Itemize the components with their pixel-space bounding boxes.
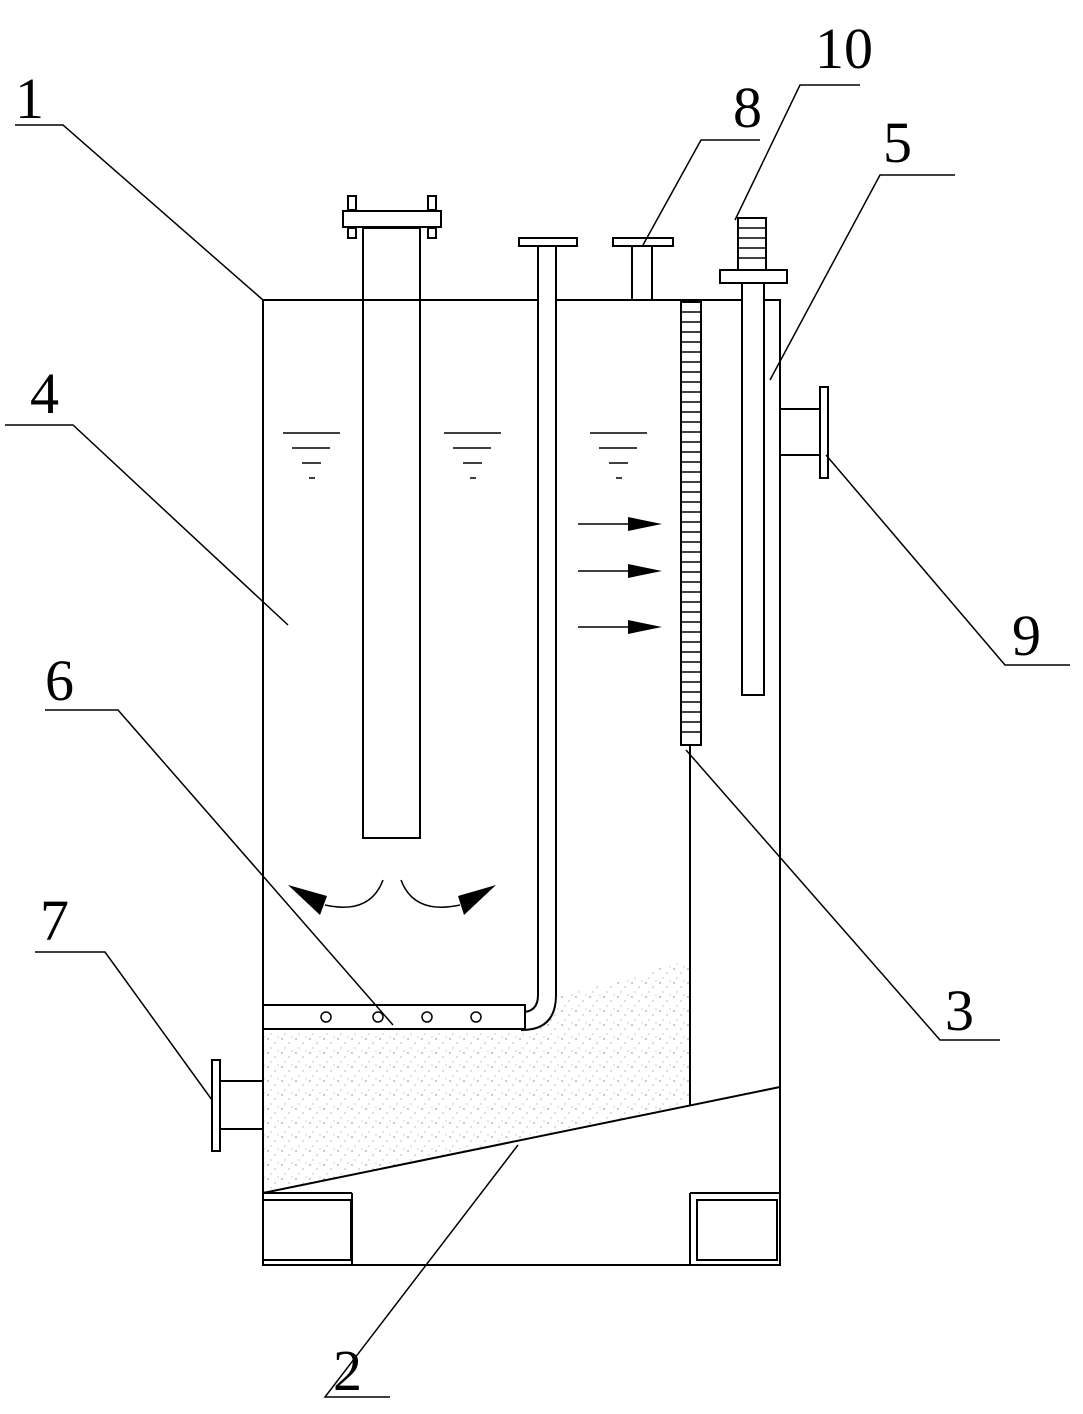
central-inlet-pipe bbox=[362, 227, 421, 839]
leader-lines bbox=[5, 84, 1070, 1398]
aeration-horizontal-pipe bbox=[262, 1004, 526, 1030]
water-level-symbols bbox=[283, 432, 647, 479]
label-8: 8 bbox=[733, 75, 762, 140]
aeration-riser-pipe bbox=[521, 245, 557, 1032]
filter-screen bbox=[680, 301, 702, 746]
vent-flange bbox=[612, 237, 674, 247]
curved-flow-arrows bbox=[288, 879, 496, 915]
aeration-holes bbox=[320, 1011, 482, 1023]
sloped-bottom-plate bbox=[262, 1086, 781, 1194]
inlet-flange bbox=[342, 210, 442, 228]
vent-nozzle bbox=[631, 245, 653, 301]
label-1: 1 bbox=[15, 66, 44, 131]
outlet-flange bbox=[819, 386, 829, 479]
label-9: 9 bbox=[1012, 603, 1041, 668]
label-10: 10 bbox=[815, 16, 873, 81]
tank-body bbox=[262, 299, 781, 1266]
sludge-outlet-flange bbox=[211, 1059, 221, 1152]
level-pipe bbox=[741, 282, 765, 696]
flow-arrows bbox=[578, 517, 662, 634]
label-7: 7 bbox=[40, 888, 69, 953]
label-4: 4 bbox=[30, 361, 59, 426]
right-leg-inner bbox=[696, 1199, 778, 1261]
outlet-nozzle bbox=[779, 408, 821, 456]
level-pipe-fitting bbox=[737, 217, 767, 271]
sediment-zone bbox=[263, 960, 690, 1193]
aeration-pipe-flange bbox=[518, 237, 578, 247]
sludge-outlet-nozzle bbox=[219, 1080, 264, 1130]
label-5: 5 bbox=[883, 110, 912, 175]
label-2: 2 bbox=[333, 1338, 362, 1403]
left-leg-inner bbox=[262, 1199, 352, 1261]
label-6: 6 bbox=[45, 648, 74, 713]
label-3: 3 bbox=[945, 978, 974, 1043]
level-pipe-flange bbox=[719, 269, 788, 284]
